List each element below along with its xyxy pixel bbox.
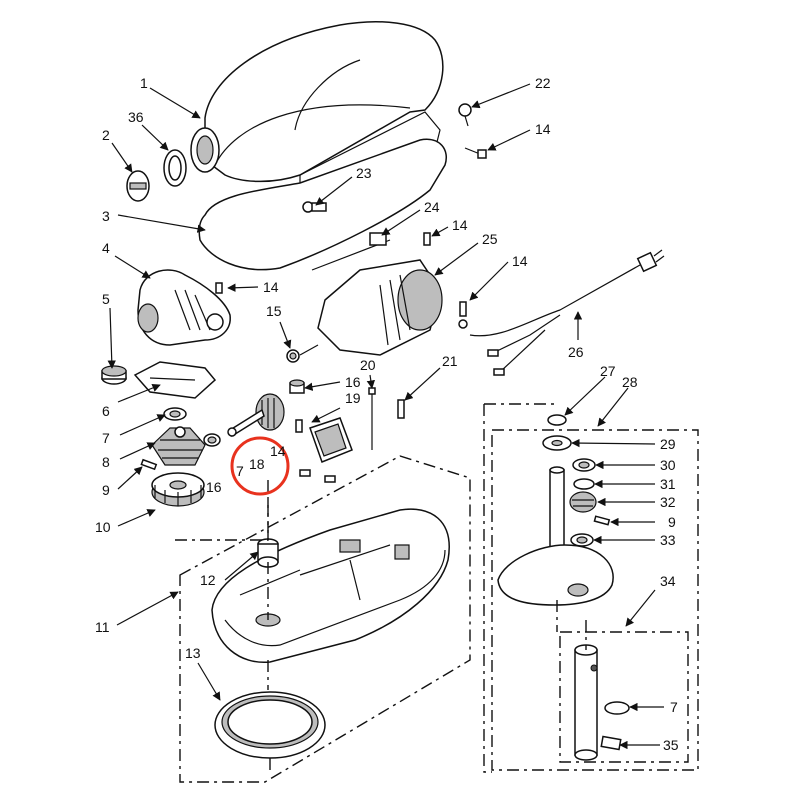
label-part-10: 10 <box>95 519 111 535</box>
beater-shaft-part-34 <box>574 644 598 761</box>
label-part-31: 31 <box>660 476 676 492</box>
label-part-20: 20 <box>360 357 376 373</box>
label-part-16-a: 16 <box>345 374 361 390</box>
label-part-14-a: 14 <box>263 279 279 295</box>
label-part-33: 33 <box>660 532 676 548</box>
motor-part-25 <box>299 259 443 356</box>
label-part-36: 36 <box>128 109 144 125</box>
label-part-32: 32 <box>660 494 676 510</box>
ring-part-7-right <box>604 701 630 715</box>
label-part-7: 7 <box>102 430 110 446</box>
part-labels: 1 36 2 3 4 5 6 7 8 9 10 11 12 13 14 15 1… <box>95 75 679 753</box>
label-part-26: 26 <box>568 344 584 360</box>
label-part-28: 28 <box>622 374 638 390</box>
screw-part-14-left <box>215 282 223 294</box>
power-cord-part-26 <box>469 249 665 376</box>
washer-part-31 <box>573 478 595 490</box>
label-part-9-b: 9 <box>668 514 676 530</box>
label-part-24: 24 <box>424 199 440 215</box>
label-part-9: 9 <box>102 482 110 498</box>
label-part-6: 6 <box>102 403 110 419</box>
washer-part-33 <box>570 533 594 547</box>
label-part-14-e: 14 <box>512 253 528 269</box>
screw-part-21 <box>397 399 405 419</box>
label-part-35: 35 <box>663 737 679 753</box>
gear-part-32 <box>569 491 597 513</box>
screw-part-22 <box>458 103 472 127</box>
label-part-2: 2 <box>102 127 110 143</box>
group-outline-10 <box>175 500 269 541</box>
transmission-housing-part-4 <box>137 269 231 346</box>
label-part-7-c: 7 <box>670 699 678 715</box>
label-part-14-d: 14 <box>452 217 468 233</box>
washer-part-7 <box>163 407 187 421</box>
rod-part-20 <box>368 387 376 450</box>
ring-gear-part-13 <box>214 691 326 759</box>
label-part-15: 15 <box>266 303 282 319</box>
group-outline-34 <box>556 600 689 763</box>
cable-part-24 <box>311 232 391 271</box>
label-part-4: 4 <box>102 240 110 256</box>
worm-gear-shaft <box>227 393 285 438</box>
label-part-7-b: 7 <box>236 463 244 479</box>
gasket-part-6 <box>133 361 217 399</box>
bushing-part-15 <box>286 349 300 363</box>
label-part-16-b: 16 <box>206 479 222 495</box>
ring-part-36 <box>163 149 187 187</box>
pin-part-9 <box>140 458 158 471</box>
pin-part-35 <box>600 735 622 751</box>
knob-part-23 <box>302 201 327 213</box>
label-part-1: 1 <box>140 75 148 91</box>
centerline-guides <box>267 480 271 772</box>
label-part-21: 21 <box>442 353 458 369</box>
pin-part-9-right <box>593 515 611 526</box>
bracket-part-19 <box>299 417 353 483</box>
gear-part-10 <box>151 472 205 507</box>
screw-part-14-right <box>458 301 468 329</box>
bushing-part-5 <box>101 365 127 385</box>
label-part-13: 13 <box>185 645 201 661</box>
label-part-5: 5 <box>102 291 110 307</box>
leader-lines <box>107 83 664 750</box>
ring-part-30 <box>572 458 596 472</box>
label-part-25: 25 <box>482 231 498 247</box>
label-part-18: 18 <box>249 456 265 472</box>
washer-part-27 <box>547 414 567 426</box>
screw-part-14-mid <box>423 232 431 246</box>
head-housing-part-1 <box>190 21 444 183</box>
washer-part-29 <box>542 435 572 451</box>
screw-part-14-lower <box>295 419 303 433</box>
label-part-14-c: 14 <box>535 121 551 137</box>
planetary-shaft-part-28 <box>497 466 614 606</box>
bushing-part-16-upper <box>289 379 305 394</box>
group-outline-28 <box>483 403 699 773</box>
bevel-gear-part-8 <box>151 426 206 466</box>
label-part-30: 30 <box>660 457 676 473</box>
label-part-29: 29 <box>660 436 676 452</box>
bushing-part-16-lower <box>203 433 221 447</box>
highlight-circle <box>230 436 290 496</box>
screw-part-14-top <box>464 147 487 159</box>
label-part-34: 34 <box>660 573 676 589</box>
label-part-12: 12 <box>200 572 216 588</box>
label-part-27: 27 <box>600 363 616 379</box>
label-part-14-b: 14 <box>270 443 286 459</box>
label-part-11: 11 <box>95 619 110 635</box>
label-part-19: 19 <box>345 390 361 406</box>
label-part-23: 23 <box>356 165 372 181</box>
label-part-22: 22 <box>535 75 551 91</box>
label-part-3: 3 <box>102 208 110 224</box>
label-part-8: 8 <box>102 454 110 470</box>
base-part-11 <box>211 508 450 663</box>
end-cap-part-2 <box>126 170 150 202</box>
group-outline-11 <box>179 455 471 783</box>
